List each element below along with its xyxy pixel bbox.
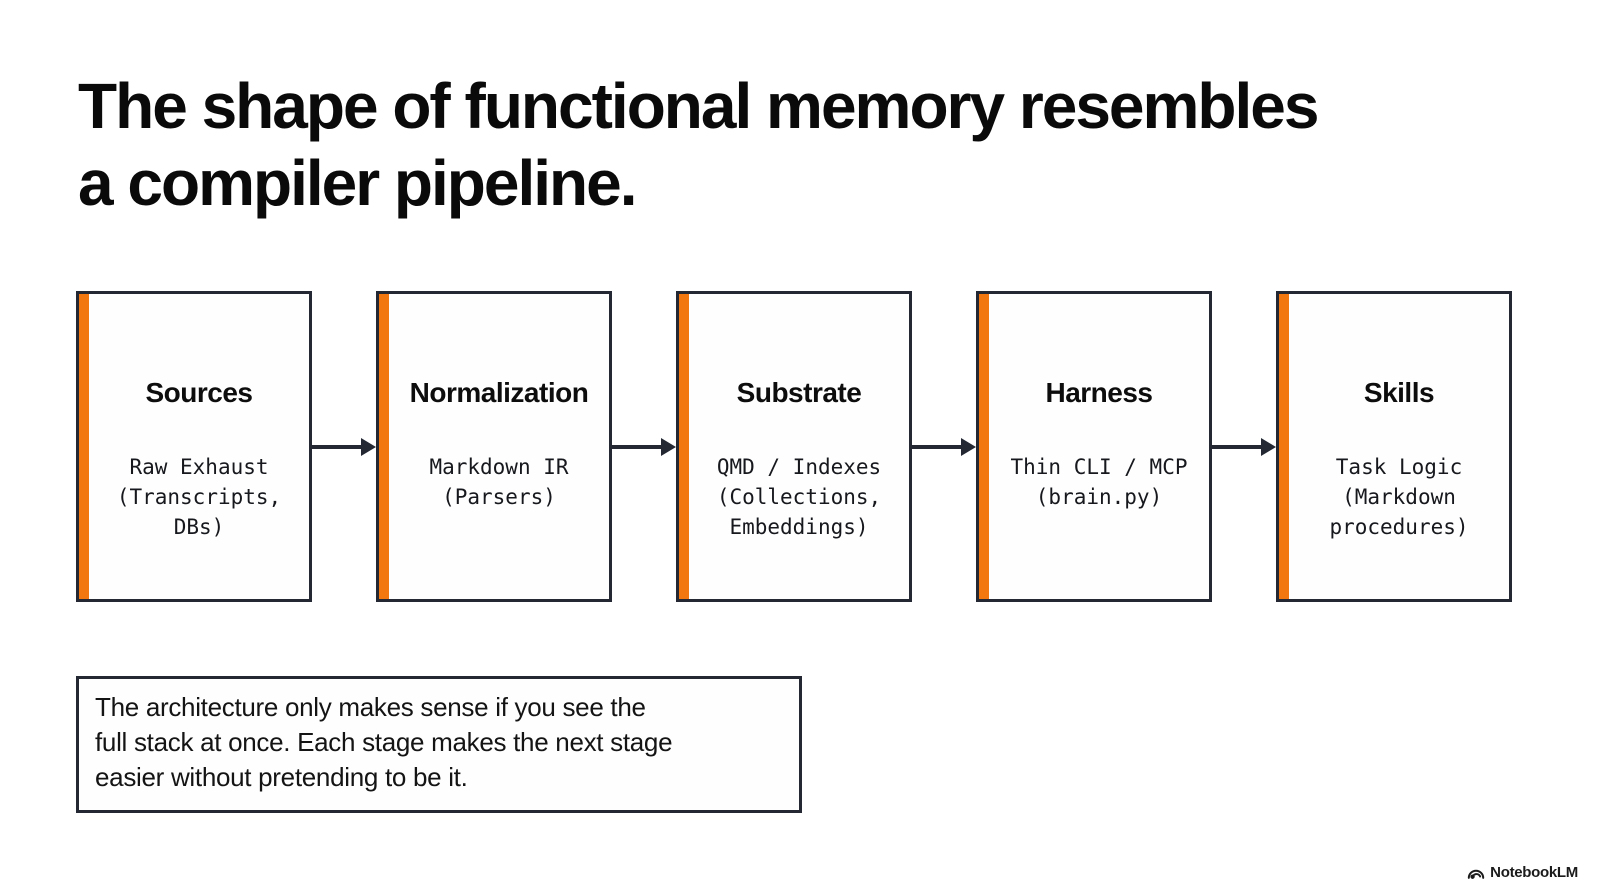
stage-content: Harness Thin CLI / MCP (brain.py) bbox=[989, 294, 1209, 599]
stage-body: Markdown IR (Parsers) bbox=[429, 455, 569, 509]
stage-title: Normalization bbox=[409, 377, 589, 408]
stage-body: QMD / Indexes (Collections, Embeddings) bbox=[716, 455, 882, 539]
arrow-shaft bbox=[312, 444, 361, 449]
arrow-right-icon bbox=[612, 437, 676, 456]
callout-note-box: The architecture only makes sense if you… bbox=[76, 676, 802, 813]
accent-stripe bbox=[79, 294, 89, 599]
accent-stripe bbox=[1279, 294, 1289, 599]
stage-box-harness: Harness Thin CLI / MCP (brain.py) bbox=[976, 291, 1212, 602]
accent-stripe bbox=[979, 294, 989, 599]
stage-body: Task Logic (Markdown procedures) bbox=[1329, 455, 1469, 539]
stage-body: Thin CLI / MCP (brain.py) bbox=[1010, 455, 1188, 509]
stage-title: Sources bbox=[145, 377, 254, 408]
watermark: NotebookLM bbox=[1467, 864, 1578, 881]
accent-stripe bbox=[679, 294, 689, 599]
stage-box-skills: Skills Task Logic (Markdown procedures) bbox=[1276, 291, 1512, 602]
stage-box-sources: Sources Raw Exhaust (Transcripts, DBs) bbox=[76, 291, 312, 602]
callout-note-text: The architecture only makes sense if you… bbox=[95, 692, 673, 792]
watermark-label: NotebookLM bbox=[1490, 864, 1578, 881]
page-title: The shape of functional memory resembles… bbox=[78, 70, 1319, 219]
notebooklm-logo-icon bbox=[1467, 865, 1485, 880]
arrow-head bbox=[961, 437, 976, 456]
arrow-shaft bbox=[612, 444, 661, 449]
stage-title: Skills bbox=[1363, 377, 1435, 408]
arrow-head bbox=[661, 437, 676, 456]
stage-box-normalization: Normalization Markdown IR (Parsers) bbox=[376, 291, 612, 602]
stage-box-substrate: Substrate QMD / Indexes (Collections, Em… bbox=[676, 291, 912, 602]
arrow-right-icon bbox=[312, 437, 376, 456]
arrow-head bbox=[361, 437, 376, 456]
arrow-shaft bbox=[912, 444, 961, 449]
accent-stripe bbox=[379, 294, 389, 599]
stage-content: Normalization Markdown IR (Parsers) bbox=[389, 294, 609, 599]
stage-body: Raw Exhaust (Transcripts, DBs) bbox=[116, 455, 282, 539]
stage-title: Substrate bbox=[736, 377, 862, 408]
stage-content: Sources Raw Exhaust (Transcripts, DBs) bbox=[89, 294, 309, 599]
stage-content: Skills Task Logic (Markdown procedures) bbox=[1289, 294, 1509, 599]
arrow-head bbox=[1261, 437, 1276, 456]
pipeline-diagram: Sources Raw Exhaust (Transcripts, DBs) N… bbox=[76, 291, 1512, 602]
stage-title: Harness bbox=[1045, 377, 1153, 408]
stage-content: Substrate QMD / Indexes (Collections, Em… bbox=[689, 294, 909, 599]
arrow-right-icon bbox=[912, 437, 976, 456]
arrow-right-icon bbox=[1212, 437, 1276, 456]
arrow-shaft bbox=[1212, 444, 1261, 449]
